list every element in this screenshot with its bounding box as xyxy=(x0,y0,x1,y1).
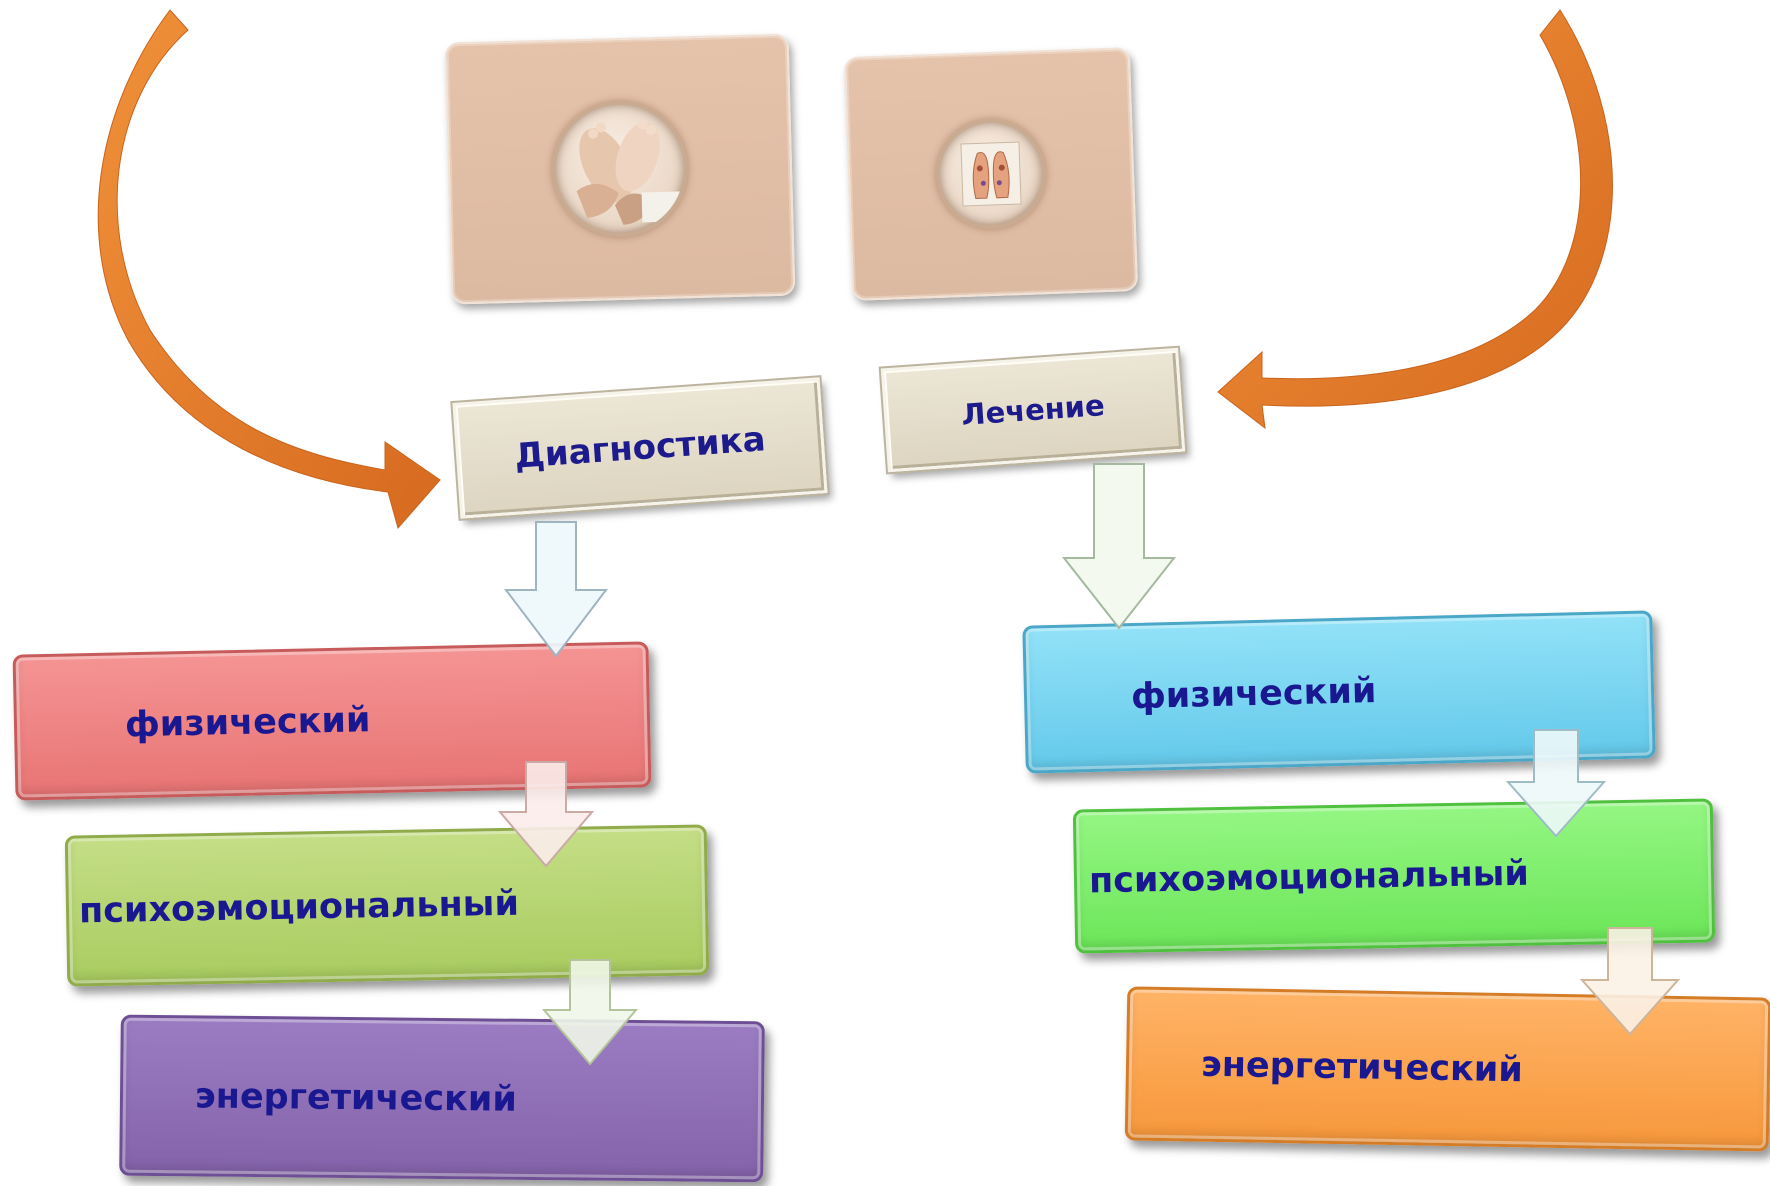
diagnosis-photo-card xyxy=(444,33,796,305)
foot-massage-photo-icon xyxy=(554,103,686,235)
diagnosis-energy-label: энергетический xyxy=(194,1075,518,1120)
down-arrow-icon xyxy=(1061,463,1177,630)
treatment-label-box: Лечение xyxy=(878,345,1188,475)
treatment-physical-label: физический xyxy=(1130,671,1377,718)
diagnosis-psycho-label: психоэмоциональный xyxy=(78,883,520,931)
down-arrow-icon xyxy=(503,521,609,658)
treatment-photo-card xyxy=(843,47,1139,301)
down-arrow-icon xyxy=(497,761,595,868)
down-arrow-icon xyxy=(1579,927,1681,1036)
reflexology-chart-icon xyxy=(938,121,1044,227)
diagnosis-physical-label: физический xyxy=(124,700,371,746)
down-arrow-icon xyxy=(541,959,639,1066)
down-arrow-icon xyxy=(1505,729,1607,838)
treatment-label: Лечение xyxy=(960,388,1106,432)
treatment-psycho-label: психоэмоциональный xyxy=(1088,853,1530,902)
diagnosis-energy-box: энергетический xyxy=(119,1014,765,1183)
treatment-energy-label: энергетический xyxy=(1200,1044,1524,1091)
diagnosis-label: Диагностика xyxy=(513,419,767,477)
